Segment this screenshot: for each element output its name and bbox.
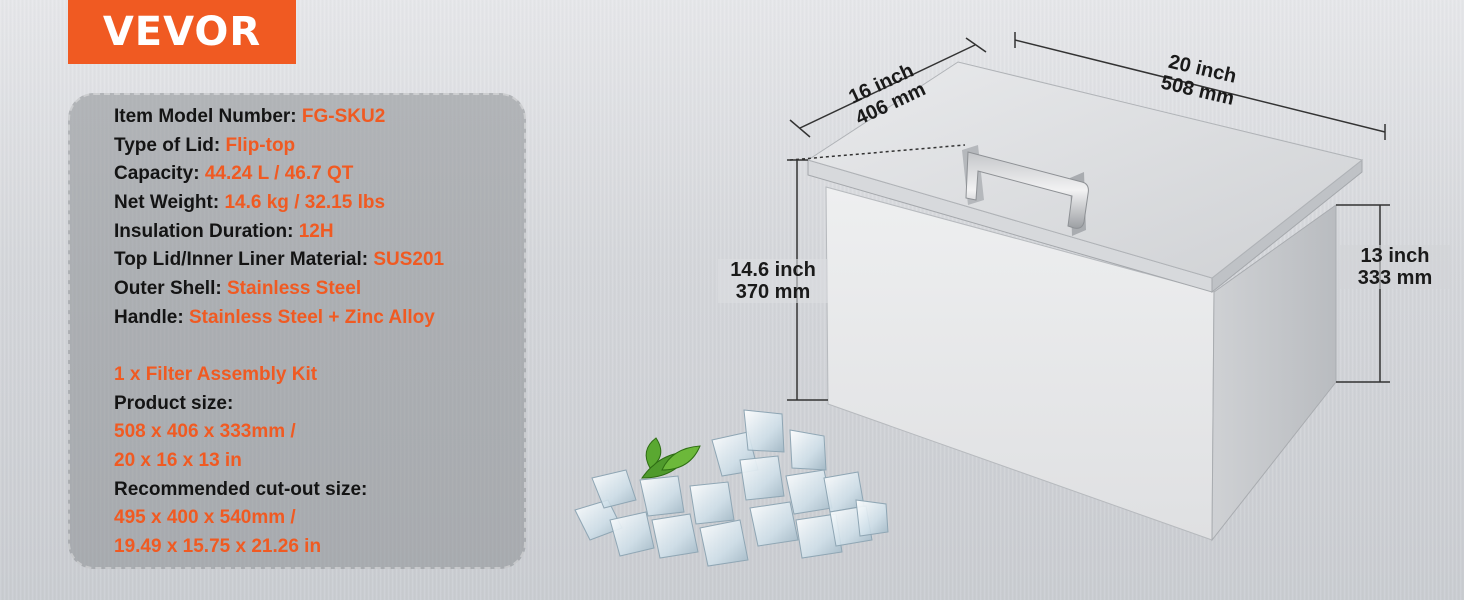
cutout-size-label: Recommended cut-out size: (114, 479, 368, 500)
kit-line: 1 x Filter Assembly Kit (114, 364, 318, 385)
spec-lid-type: Type of Lid: Flip-top (114, 135, 296, 156)
spec-model: Item Model Number: FG-SKU2 (114, 106, 386, 127)
product-size-label: Product size: (114, 393, 234, 414)
lid-handle-icon (962, 145, 1089, 236)
brand-logo: VEVOR (68, 0, 296, 64)
spec-insulation: Insulation Duration: 12H (114, 221, 334, 242)
product-size-metric: 508 x 406 x 333mm / (114, 421, 296, 442)
spec-liner-material: Top Lid/Inner Liner Material: SUS201 (114, 249, 445, 270)
spec-capacity: Capacity: 44.24 L / 46.7 QT (114, 163, 354, 184)
cutout-size-metric: 495 x 400 x 540mm / (114, 507, 296, 528)
spec-net-weight: Net Weight: 14.6 kg / 32.15 lbs (114, 192, 386, 213)
mint-leaf-icon (641, 437, 701, 479)
cutout-size-imperial: 19.49 x 15.75 x 21.26 in (114, 536, 322, 557)
ice-chest-icon (806, 61, 1364, 542)
dimension-lines (787, 32, 1390, 401)
ice-cubes-icon (574, 409, 889, 567)
product-size-imperial: 20 x 16 x 13 in (114, 450, 242, 471)
spec-handle: Handle: Stainless Steel + Zinc Alloy (114, 307, 435, 328)
spec-outer-shell: Outer Shell: Stainless Steel (114, 278, 362, 299)
spec-panel (68, 93, 526, 569)
